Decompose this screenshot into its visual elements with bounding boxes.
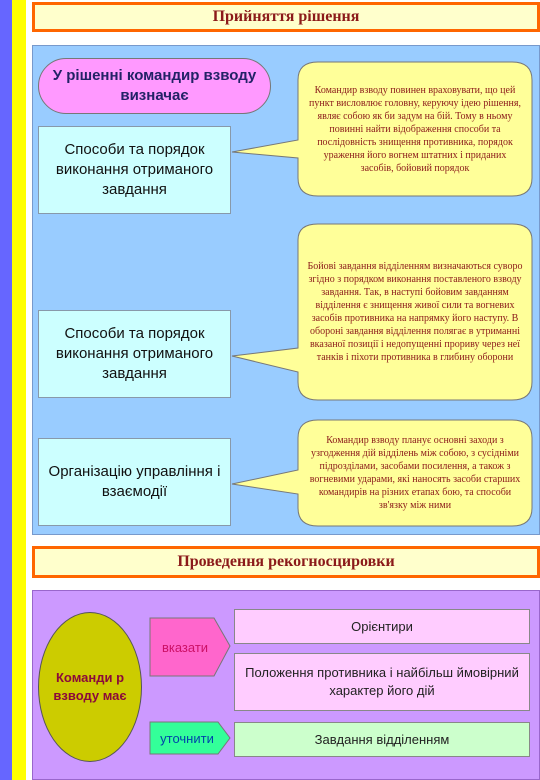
item-enemy-position-text: Положення противника і найбільш ймовірни… xyxy=(245,665,519,698)
callout-bubble-2 xyxy=(231,223,533,401)
arrow-clarify-label: уточнити xyxy=(160,730,214,746)
item-landmarks-text: Орієнтири xyxy=(351,618,413,634)
item-squad-tasks-text: Завдання відділенням xyxy=(314,731,450,747)
section2-title: Проведення рекогносцировки xyxy=(32,546,540,578)
decision-pill: У рішенні командир взводу визначає xyxy=(38,58,271,114)
box-organization: Організацію управління і взаємодії xyxy=(38,438,231,526)
box-methods-1-text: Способи та порядок виконання отриманого … xyxy=(55,140,214,199)
callout-bubble-1 xyxy=(231,61,533,197)
section1-title: Прийняття рішення xyxy=(32,2,540,32)
callout-text-1: Командир взводу повинен враховувати, що … xyxy=(309,84,521,174)
box-organization-text: Організацію управління і взаємодії xyxy=(48,462,221,500)
commander-oval-text: Команди р взводу має xyxy=(53,670,127,703)
commander-oval: Команди р взводу має xyxy=(38,612,142,762)
item-landmarks: Орієнтири xyxy=(234,609,530,644)
left-yellow-stripe xyxy=(12,0,26,780)
arrow-indicate xyxy=(149,617,231,677)
box-methods-2: Способи та порядок виконання отриманого … xyxy=(38,310,231,398)
section2-title-text: Проведення рекогносцировки xyxy=(177,553,395,570)
section1-title-text: Прийняття рішення xyxy=(212,8,360,25)
arrow-indicate-label: вказати xyxy=(161,639,209,655)
callout-text-3: Командир взводу планує основні заходи з … xyxy=(309,435,521,511)
callout-bubble-3 xyxy=(231,419,533,527)
left-blue-stripe xyxy=(0,0,12,780)
arrow-clarify xyxy=(149,721,231,755)
callout-text-2: Бойові завдання відділенням визначаються… xyxy=(307,261,523,363)
decision-pill-text: У рішенні командир взводу визначає xyxy=(52,66,257,104)
item-squad-tasks: Завдання відділенням xyxy=(234,722,530,757)
item-enemy-position: Положення противника і найбільш ймовірни… xyxy=(234,653,530,711)
box-methods-2-text: Способи та порядок виконання отриманого … xyxy=(55,324,214,383)
box-methods-1: Способи та порядок виконання отриманого … xyxy=(38,126,231,214)
